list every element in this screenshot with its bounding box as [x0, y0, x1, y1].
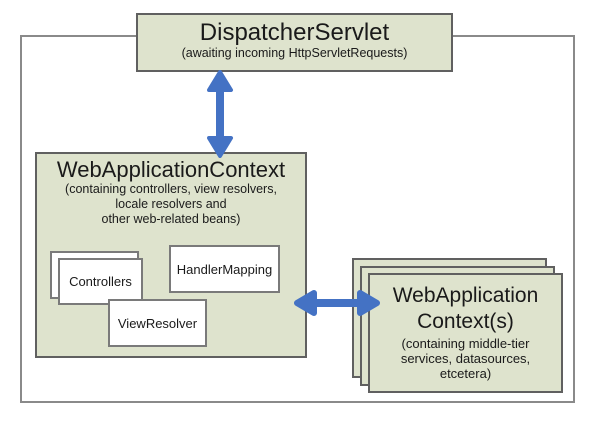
dispatcher-servlet-subtitle: (awaiting incoming HttpServletRequests) [181, 46, 408, 61]
controllers-label: Controllers [69, 274, 132, 289]
middle-tier-context-title-line2: Context(s) [417, 310, 514, 334]
middle-tier-context-title-line1: WebApplication [392, 284, 539, 307]
view-resolver-box: ViewResolver [108, 299, 207, 347]
middle-tier-context-box: WebApplication Context(s) (containing mi… [368, 273, 563, 393]
middle-tier-context-subtitle-line3: etcetera) [439, 366, 492, 382]
web-application-context-title: WebApplicationContext [56, 157, 286, 182]
middle-tier-context-subtitle-line1: (containing middle-tier [401, 335, 530, 351]
dispatcher-servlet-box: DispatcherServlet (awaiting incoming Htt… [136, 13, 453, 72]
handler-mapping-box: HandlerMapping [169, 245, 280, 293]
web-application-context-subtitle-line3: other web-related beans) [101, 211, 241, 226]
web-application-context-subtitle-line1: (containing controllers, view resolvers, [65, 182, 277, 197]
controllers-box: Controllers [58, 258, 143, 305]
dispatcher-servlet-title: DispatcherServlet [199, 19, 390, 46]
horizontal-double-arrow-icon [294, 290, 380, 316]
middle-tier-context-subtitle-line2: services, datasources, [400, 350, 531, 366]
handler-mapping-label: HandlerMapping [176, 261, 273, 277]
web-application-context-box: WebApplicationContext (containing contro… [35, 152, 307, 358]
vertical-double-arrow-icon [207, 70, 233, 158]
view-resolver-label: ViewResolver [117, 315, 198, 331]
web-application-context-subtitle-line2: locale resolvers and [115, 196, 227, 211]
